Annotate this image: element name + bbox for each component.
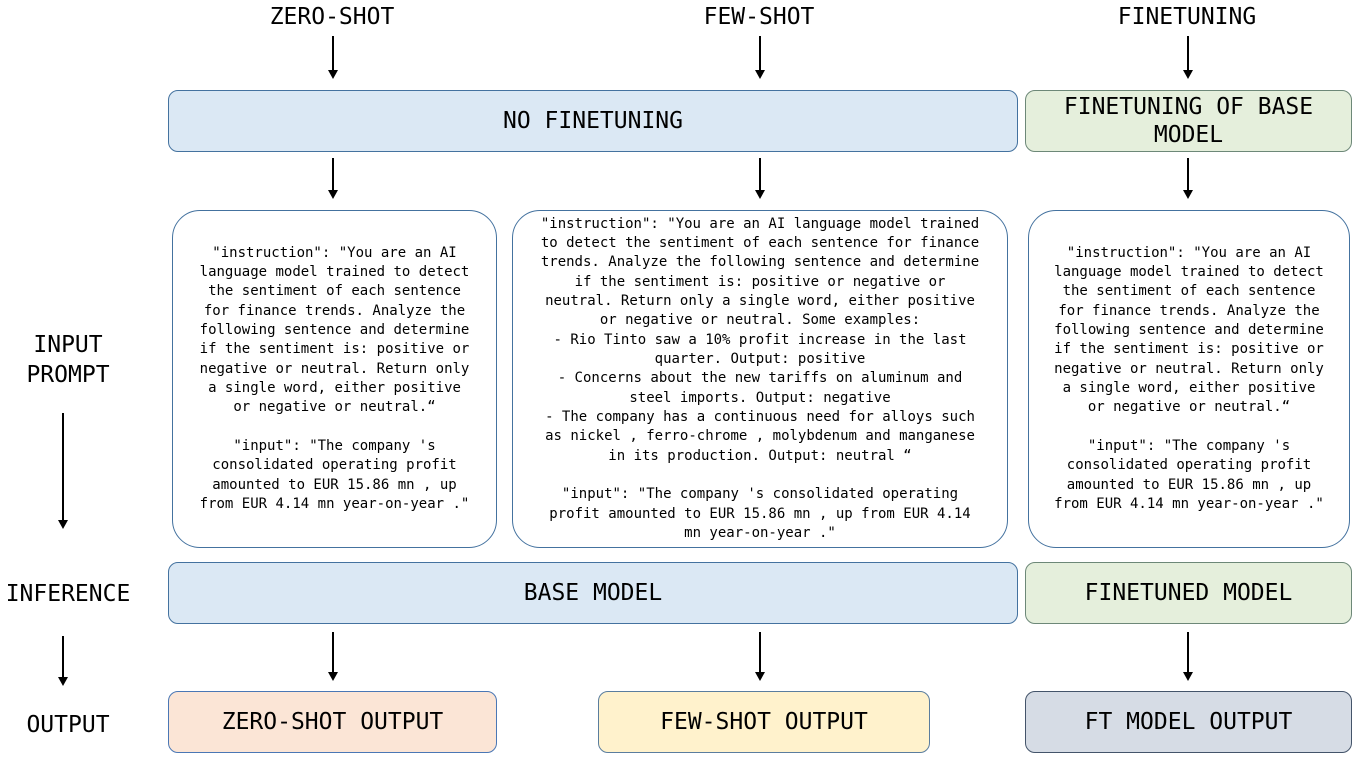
finetuned-model-box: FINETUNED MODEL [1025,562,1352,624]
zero-shot-prompt-box: "instruction": "You are an AI language m… [172,210,497,548]
arrow-finetuned-model-to-ft-output [1187,632,1189,677]
base-model-box: BASE MODEL [168,562,1018,624]
arrow-base-model-to-few-shot-output [759,632,761,677]
zero-shot-prompt-text: "instruction": "You are an AI language m… [199,244,470,512]
input-prompt-label: INPUT PROMPT [26,332,110,389]
arrow-inference-to-output [62,636,64,682]
few-shot-prompt-text: "instruction": "You are an AI language m… [540,215,980,541]
few-shot-output-box: FEW-SHOT OUTPUT [598,691,930,753]
arrow-to-zero-shot-prompt [332,158,334,195]
header-few-shot: FEW-SHOT [703,4,815,30]
arrow-few-shot-to-no-finetuning [759,36,761,75]
ft-model-output-box: FT MODEL OUTPUT [1025,691,1352,753]
arrow-finetuning-to-ft-base-model [1187,36,1189,75]
output-label: OUTPUT [26,712,110,738]
header-zero-shot: ZERO-SHOT [269,4,395,30]
arrow-to-finetuning-prompt [1187,158,1189,195]
finetuning-prompt-text: "instruction": "You are an AI language m… [1054,244,1324,512]
finetuning-prompt-box: "instruction": "You are an AI language m… [1028,210,1350,548]
arrow-zero-shot-to-no-finetuning [332,36,334,75]
header-finetuning: FINETUNING [1117,4,1257,30]
arrow-to-few-shot-prompt [759,158,761,195]
zero-shot-output-box: ZERO-SHOT OUTPUT [168,691,497,753]
arrow-input-prompt-to-inference [62,413,64,525]
arrow-base-model-to-zero-shot-output [332,632,334,677]
no-finetuning-box: NO FINETUNING [168,90,1018,152]
finetuning-of-base-model-box: FINETUNING OF BASE MODEL [1025,90,1352,152]
few-shot-prompt-box: "instruction": "You are an AI language m… [512,210,1008,548]
inference-label: INFERENCE [5,581,131,607]
